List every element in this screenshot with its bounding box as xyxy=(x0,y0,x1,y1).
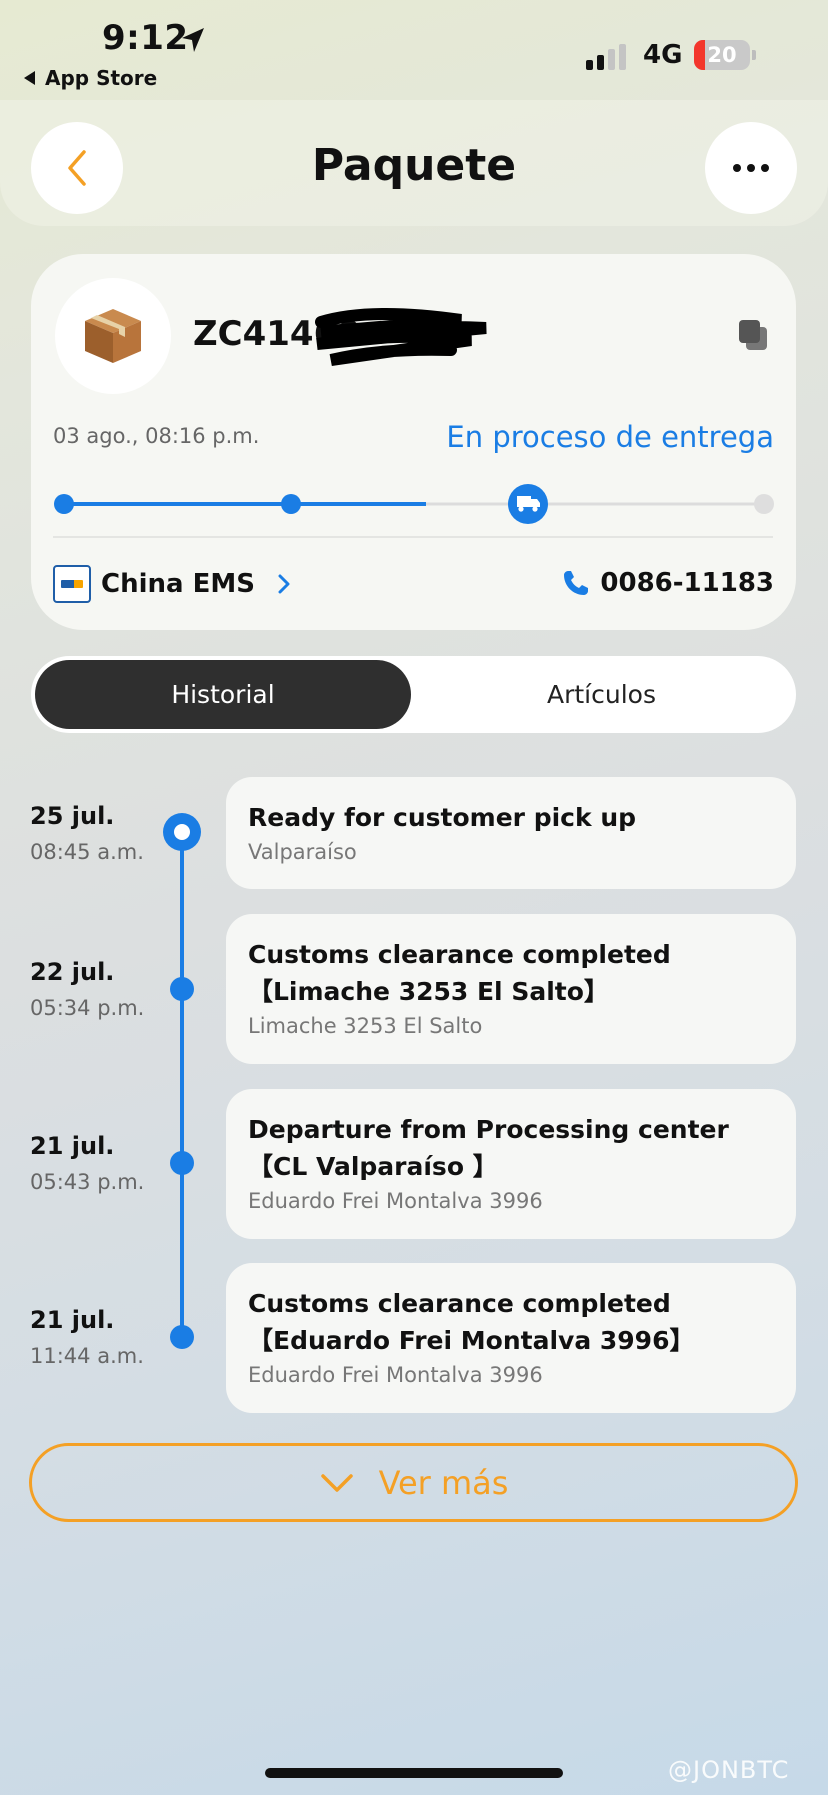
carrier-logo xyxy=(53,565,91,603)
battery-icon: 20 xyxy=(694,40,756,70)
tab-bar: Historial Artículos xyxy=(31,656,796,733)
timeline-dot-current xyxy=(163,813,201,851)
back-button[interactable] xyxy=(31,122,123,214)
tab-articulos[interactable]: Artículos xyxy=(547,680,656,709)
event-title: Ready for customer pick up xyxy=(248,803,637,832)
back-to-app-store-link[interactable]: App Store xyxy=(24,66,157,90)
progress-step xyxy=(281,494,301,514)
package-card: ZC41460 03 ago., 08:16 p.m. En proceso d… xyxy=(31,254,796,630)
see-more-button[interactable]: Ver más xyxy=(29,1443,798,1522)
chevron-down-icon xyxy=(320,1473,353,1492)
event-location: Eduardo Frei Montalva 3996 xyxy=(248,1189,543,1213)
phone-number: 0086-11183 xyxy=(600,568,774,598)
watermark: @JONBTC xyxy=(668,1756,790,1784)
progress-step xyxy=(54,494,74,514)
network-type: 4G xyxy=(643,40,683,70)
timeline-dot xyxy=(170,1325,194,1349)
truck-icon xyxy=(517,496,540,512)
cellular-signal-icon xyxy=(586,44,626,70)
package-date: 03 ago., 08:16 p.m. xyxy=(53,424,260,448)
event-card[interactable]: Customs clearance completed【Limache 3253… xyxy=(226,914,796,1064)
carrier-link[interactable]: China EMS xyxy=(53,565,291,603)
battery-level: 20 xyxy=(707,43,737,67)
chevron-left-icon xyxy=(68,150,86,186)
event-date: 21 jul. xyxy=(30,1306,115,1334)
package-box-icon xyxy=(85,309,141,363)
more-options-button[interactable] xyxy=(705,122,797,214)
event-title: Departure from Processing center【CL Valp… xyxy=(248,1115,729,1181)
carrier-name: China EMS xyxy=(101,569,255,599)
event-location: Eduardo Frei Montalva 3996 xyxy=(248,1363,543,1387)
status-time: 9:12 xyxy=(102,18,189,58)
see-more-label: Ver más xyxy=(378,1463,509,1502)
event-time: 05:43 p.m. xyxy=(30,1170,145,1194)
redaction-scribble xyxy=(315,308,487,366)
event-title: Customs clearance completed【Limache 3253… xyxy=(248,940,671,1006)
event-date: 22 jul. xyxy=(30,958,115,986)
header-panel xyxy=(0,100,828,226)
event-date: 21 jul. xyxy=(30,1132,115,1160)
event-time: 11:44 a.m. xyxy=(30,1344,144,1368)
back-app-label: App Store xyxy=(45,66,158,90)
event-card[interactable]: Customs clearance completed【Eduardo Frei… xyxy=(226,1263,796,1413)
event-time: 08:45 a.m. xyxy=(30,840,144,864)
card-divider xyxy=(53,536,773,538)
ellipsis-icon xyxy=(733,164,769,172)
chevron-right-icon xyxy=(278,574,290,594)
timeline-dot xyxy=(170,1151,194,1175)
event-card[interactable]: Ready for customer pick up Valparaíso xyxy=(226,777,796,889)
package-avatar xyxy=(55,278,171,394)
event-time: 05:34 p.m. xyxy=(30,996,145,1020)
copy-icon[interactable] xyxy=(737,318,769,352)
phone-icon xyxy=(564,571,589,595)
timeline-line xyxy=(180,832,184,1338)
delivery-status: En proceso de entrega xyxy=(446,420,774,454)
timeline-dot xyxy=(170,977,194,1001)
tab-historial[interactable]: Historial xyxy=(35,660,411,729)
event-location: Limache 3253 El Salto xyxy=(248,1014,483,1038)
location-arrow-icon xyxy=(182,28,204,52)
progress-step xyxy=(754,494,774,514)
carrier-phone-link[interactable]: 0086-11183 xyxy=(562,568,774,598)
back-triangle-icon xyxy=(24,71,35,85)
event-location: Valparaíso xyxy=(248,840,357,864)
page-title: Paquete xyxy=(311,140,517,191)
home-indicator[interactable] xyxy=(265,1768,563,1778)
event-title: Customs clearance completed【Eduardo Frei… xyxy=(248,1289,695,1355)
event-card[interactable]: Departure from Processing center【CL Valp… xyxy=(226,1089,796,1239)
event-date: 25 jul. xyxy=(30,802,115,830)
delivery-progress xyxy=(54,484,774,524)
